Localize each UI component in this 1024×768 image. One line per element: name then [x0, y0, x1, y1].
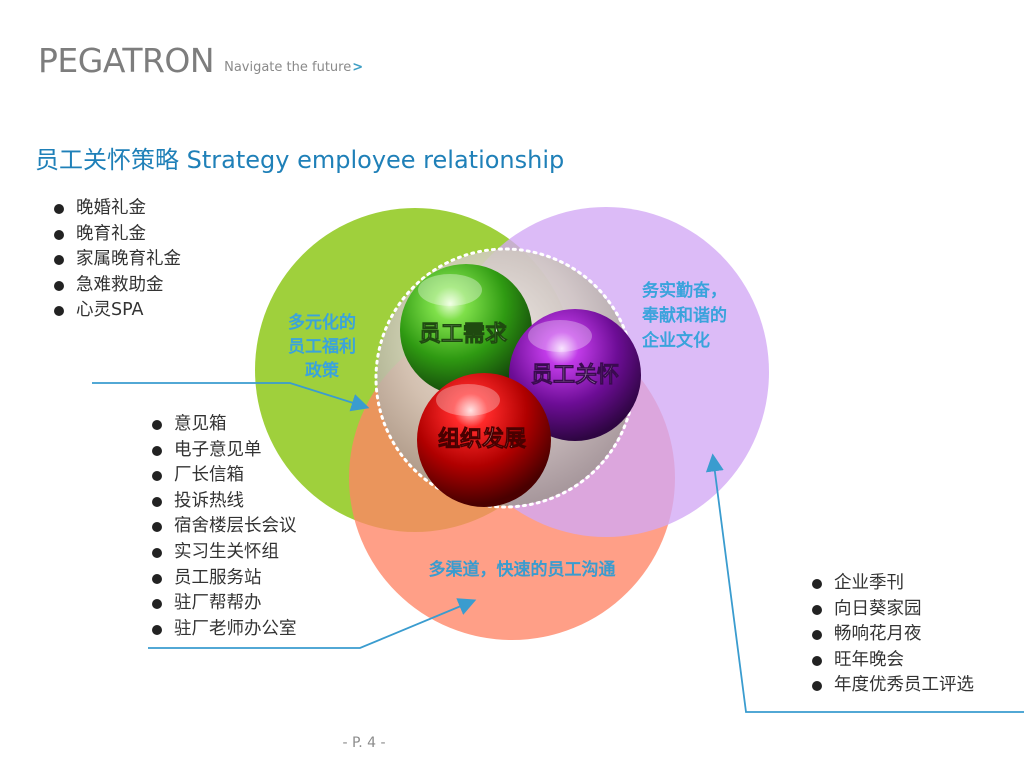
- list-item: 心灵SPA: [52, 298, 181, 324]
- list-item: 企业季刊: [810, 571, 974, 597]
- list-item: 宿舍楼层长会议: [150, 514, 297, 540]
- culture-list: 企业季刊 向日葵家园 畅响花月夜 旺年晚会 年度优秀员工评选: [810, 571, 974, 699]
- list-item: 急难救助金: [52, 273, 181, 299]
- pegatron-logo: PEGATRON Navigate the future >: [38, 44, 363, 77]
- sphere-label-development: 组织发展: [438, 426, 526, 452]
- channels-list: 意见箱 电子意见单 厂长信箱 投诉热线 宿舍楼层长会议 实习生关怀组 员工服务站…: [150, 412, 297, 642]
- sphere-employee-needs: 员工需求: [400, 264, 532, 396]
- connector-channels: [148, 598, 477, 649]
- connector-culture: [705, 453, 1024, 713]
- list-item: 畅响花月夜: [810, 622, 974, 648]
- green-label-line: 政策: [305, 360, 340, 381]
- purple-label-line: 奉献和谐的: [641, 305, 727, 326]
- purple-label-line: 企业文化: [641, 330, 710, 351]
- list-item: 驻厂帮帮办: [150, 591, 297, 617]
- list-item: 实习生关怀组: [150, 540, 297, 566]
- list-item: 意见箱: [150, 412, 297, 438]
- chevron-right-icon: >: [352, 60, 364, 75]
- list-item: 厂长信箱: [150, 463, 297, 489]
- green-label-line: 员工福利: [288, 336, 356, 357]
- list-item: 向日葵家园: [810, 597, 974, 623]
- purple-circle-label: 务实勤奋， 奉献和谐的 企业文化: [641, 280, 727, 351]
- list-item: 家属晚育礼金: [52, 247, 181, 273]
- connector-benefits: [92, 382, 370, 412]
- benefits-list: 晚婚礼金 晚育礼金 家属晚育礼金 急难救助金 心灵SPA: [52, 196, 181, 324]
- list-item: 员工服务站: [150, 566, 297, 592]
- sphere-org-development: 组织发展: [417, 373, 551, 507]
- list-item: 晚婚礼金: [52, 196, 181, 222]
- list-item: 驻厂老师办公室: [150, 617, 297, 643]
- page-number: - P. 4 -: [342, 735, 386, 751]
- list-item: 投诉热线: [150, 489, 297, 515]
- logo-tagline: Navigate the future: [224, 60, 352, 75]
- salmon-circle-label: 多渠道，快速的员工沟通: [429, 559, 616, 580]
- green-circle-label: 多元化的 员工福利 政策: [288, 312, 356, 381]
- sphere-label-needs: 员工需求: [419, 322, 507, 347]
- list-item: 旺年晚会: [810, 648, 974, 674]
- list-item: 晚育礼金: [52, 222, 181, 248]
- list-item: 年度优秀员工评选: [810, 673, 974, 699]
- page-title: 员工关怀策略 Strategy employee relationship: [35, 146, 565, 174]
- sphere-label-care: 员工关怀: [531, 363, 619, 388]
- logo-wordmark: PEGATRON: [38, 41, 215, 80]
- list-item: 电子意见单: [150, 438, 297, 464]
- purple-label-line: 务实勤奋，: [642, 280, 727, 301]
- green-label-line: 多元化的: [288, 312, 356, 333]
